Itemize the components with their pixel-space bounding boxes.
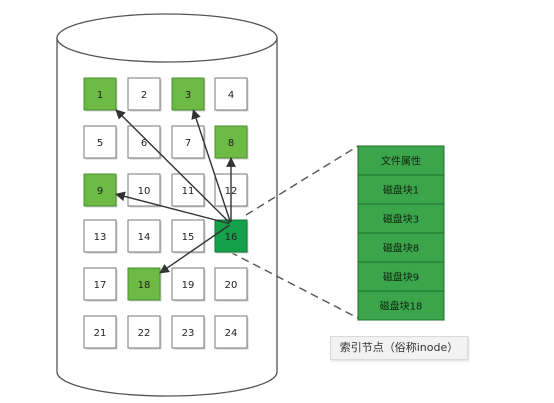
disk-block-rect bbox=[83, 219, 117, 253]
disk-block-rect bbox=[127, 77, 161, 111]
disk-block-label: 7 bbox=[185, 138, 191, 149]
disk-block-label: 5 bbox=[97, 138, 103, 149]
inode-row-label: 磁盘块1 bbox=[383, 184, 419, 197]
disk-block: 22 bbox=[127, 315, 162, 350]
disk-block-label: 10 bbox=[138, 186, 151, 197]
inode-row-label: 文件属性 bbox=[381, 155, 421, 168]
inode-row-rect bbox=[357, 232, 445, 263]
disk-block-rect bbox=[171, 77, 205, 111]
disk-block-rect bbox=[171, 125, 205, 159]
disk-block: 21 bbox=[83, 315, 118, 350]
disk-block-label: 17 bbox=[94, 280, 107, 291]
disk-block: 24 bbox=[214, 315, 249, 350]
disk-block-rect bbox=[83, 315, 117, 349]
inode-row-label: 磁盘块18 bbox=[380, 300, 423, 313]
dashed-connector-bottom bbox=[229, 251, 359, 319]
disk-block-rect bbox=[214, 267, 248, 301]
disk-block: 17 bbox=[83, 267, 118, 302]
disk-block-rect bbox=[171, 173, 205, 207]
disk-cylinder-top bbox=[56, 13, 278, 63]
pointer-arrow-to-block-18 bbox=[159, 224, 230, 274]
disk-block-label: 18 bbox=[138, 280, 151, 291]
disk-block-label: 24 bbox=[225, 328, 238, 339]
disk-block: 8 bbox=[214, 125, 249, 160]
disk-block-label: 4 bbox=[228, 90, 234, 101]
inode-pointer-row: 磁盘块3 bbox=[357, 203, 445, 234]
disk-block-label: 20 bbox=[225, 280, 238, 291]
disk-block-rect bbox=[214, 77, 248, 111]
inode-row-label: 磁盘块3 bbox=[383, 213, 419, 226]
inode-pointer-row: 磁盘块18 bbox=[357, 290, 445, 321]
inode-row-rect bbox=[357, 174, 445, 205]
disk-block: 5 bbox=[83, 125, 118, 160]
inode-attribute-row: 文件属性 bbox=[357, 145, 445, 176]
disk-block: 6 bbox=[127, 125, 162, 160]
disk-block-label: 6 bbox=[141, 138, 147, 149]
inode-row-rect bbox=[357, 290, 445, 321]
disk-block: 13 bbox=[83, 219, 118, 254]
disk-block-rect bbox=[214, 315, 248, 349]
disk-block-rect bbox=[83, 125, 117, 159]
disk-block-rect bbox=[83, 77, 117, 111]
disk-block: 11 bbox=[171, 173, 206, 208]
disk-block-label: 15 bbox=[182, 232, 195, 243]
disk-block-label: 1 bbox=[97, 90, 103, 101]
disk-block-rect bbox=[214, 219, 248, 253]
disk-block-rect bbox=[171, 315, 205, 349]
disk-block: 1 bbox=[83, 77, 118, 112]
inode-row-rect bbox=[357, 261, 445, 292]
disk-block-label: 8 bbox=[228, 138, 234, 149]
disk-block-label: 13 bbox=[94, 232, 107, 243]
disk-block-rect bbox=[83, 173, 117, 207]
disk-block-rect bbox=[127, 173, 161, 207]
inode-pointer-row: 磁盘块8 bbox=[357, 232, 445, 263]
disk-block: 10 bbox=[127, 173, 162, 208]
pointer-arrow-to-block-3 bbox=[191, 109, 232, 223]
disk-block-label: 2 bbox=[141, 90, 147, 101]
inode-pointer-row: 磁盘块9 bbox=[357, 261, 445, 292]
disk-block-rect bbox=[83, 267, 117, 301]
disk-block-rect bbox=[127, 125, 161, 159]
disk-block: 9 bbox=[83, 173, 118, 208]
inode-row-label: 磁盘块8 bbox=[383, 242, 419, 255]
disk-block: 18 bbox=[127, 267, 162, 302]
disk-block-rect bbox=[171, 267, 205, 301]
disk-block-label: 19 bbox=[182, 280, 195, 291]
disk-block-rect bbox=[127, 267, 161, 301]
inode-caption: 索引节点（俗称inode） bbox=[330, 336, 468, 360]
disk-block: 20 bbox=[214, 267, 249, 302]
disk-block-rect bbox=[127, 315, 161, 349]
inode-row-label: 磁盘块9 bbox=[383, 271, 419, 284]
disk-block: 15 bbox=[171, 219, 206, 254]
dashed-connector-top bbox=[245, 145, 359, 216]
disk-block: 23 bbox=[171, 315, 206, 350]
disk-block-label: 9 bbox=[97, 186, 103, 197]
disk-block-label: 23 bbox=[182, 328, 195, 339]
disk-block-label: 3 bbox=[185, 90, 191, 101]
disk-block: 19 bbox=[171, 267, 206, 302]
disk-block-label: 14 bbox=[138, 232, 151, 243]
pointer-arrow-to-block-1 bbox=[115, 109, 231, 224]
disk-block-label: 22 bbox=[138, 328, 151, 339]
pointer-arrow-to-block-9 bbox=[115, 191, 230, 225]
disk-block: 4 bbox=[214, 77, 249, 112]
disk-block-label: 11 bbox=[182, 186, 195, 197]
disk-block: 3 bbox=[171, 77, 206, 112]
disk-block: 2 bbox=[127, 77, 162, 112]
disk-block: 14 bbox=[127, 219, 162, 254]
inode-pointer-row: 磁盘块1 bbox=[357, 174, 445, 205]
disk-block-label: 16 bbox=[225, 232, 238, 243]
disk-block-label: 21 bbox=[94, 328, 107, 339]
disk-block: 16 bbox=[214, 219, 249, 254]
disk-block-rect bbox=[127, 219, 161, 253]
inode-row-rect bbox=[357, 203, 445, 234]
